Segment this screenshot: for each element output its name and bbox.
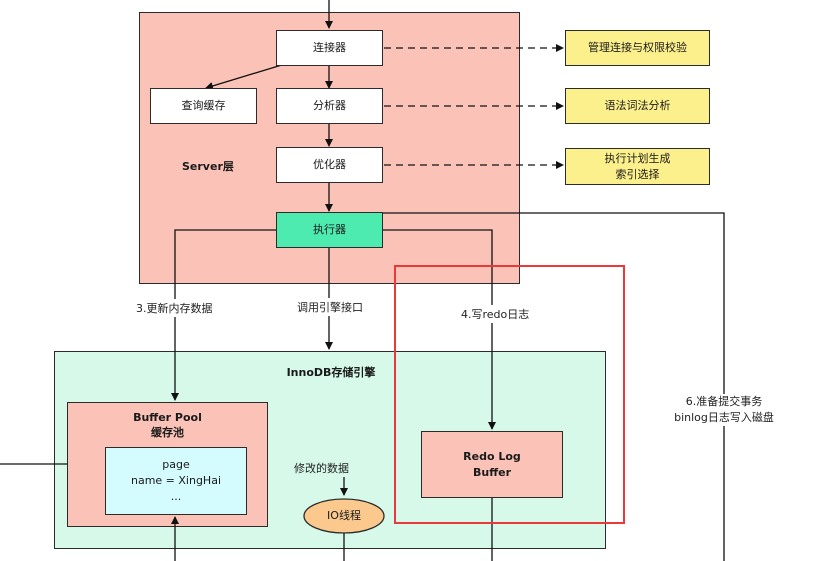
connector-box: 连接器 bbox=[276, 30, 383, 66]
redo-log-buffer-title: Redo Log Buffer bbox=[421, 449, 563, 481]
write-redo-label: 4.写redo日志 bbox=[459, 305, 532, 323]
optimizer-box: 优化器 bbox=[276, 147, 383, 183]
buffer-pool-title-line2: 缓存池 bbox=[151, 426, 184, 439]
io-thread-label: IO线程 bbox=[327, 509, 361, 522]
executor-box: 执行器 bbox=[276, 212, 383, 248]
optimizer-note: 执行计划生成 索引选择 bbox=[565, 148, 710, 185]
server-layer-title: Server层 bbox=[182, 160, 234, 173]
prepare-commit-line2: binlog日志写入磁盘 bbox=[674, 411, 774, 424]
call-engine-label: 调用引擎接口 bbox=[295, 298, 365, 316]
optimizer-note-line2: 索引选择 bbox=[615, 167, 660, 181]
page-line2: name = XingHai bbox=[130, 474, 222, 487]
page-box: page name = XingHai ... bbox=[105, 447, 247, 515]
prepare-commit-label: 6.准备提交事务 binlog日志写入磁盘 bbox=[672, 394, 776, 426]
io-thread-shape bbox=[303, 498, 385, 534]
page-line1: page bbox=[162, 458, 190, 471]
page-line3: ... bbox=[170, 490, 182, 503]
analyzer-box: 分析器 bbox=[276, 88, 383, 124]
analyzer-note: 语法词法分析 bbox=[565, 88, 710, 124]
buffer-pool-title-line1: Buffer Pool bbox=[133, 411, 202, 424]
query-cache-box: 查询缓存 bbox=[150, 88, 257, 124]
redo-title-line1: Redo Log bbox=[463, 450, 521, 463]
connector-note: 管理连接与权限校验 bbox=[565, 30, 710, 66]
modified-data-label: 修改的数据 bbox=[292, 459, 351, 477]
innodb-title: InnoDB存储引擎 bbox=[286, 366, 376, 379]
redo-highlight-frame bbox=[394, 265, 625, 524]
optimizer-note-line1: 执行计划生成 bbox=[604, 151, 671, 165]
redo-log-buffer bbox=[421, 431, 563, 498]
prepare-commit-line1: 6.准备提交事务 bbox=[685, 395, 763, 408]
buffer-pool-title: Buffer Pool 缓存池 bbox=[67, 410, 268, 440]
update-memory-label: 3.更新内存数据 bbox=[134, 299, 215, 317]
redo-title-line2: Buffer bbox=[472, 466, 511, 479]
